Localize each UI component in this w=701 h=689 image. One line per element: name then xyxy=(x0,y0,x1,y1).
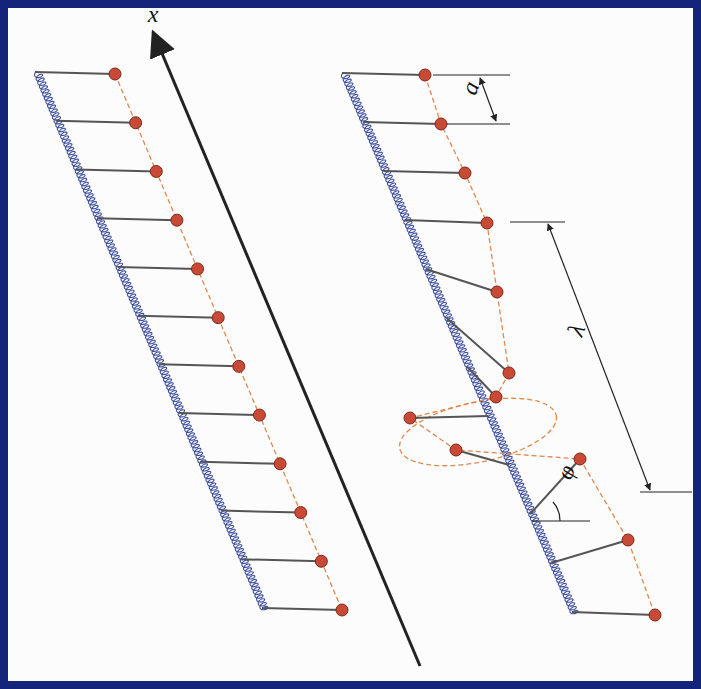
pendulum-rod xyxy=(456,450,509,465)
pendulum-rod xyxy=(221,511,301,513)
pendulum-rod xyxy=(97,218,177,220)
pendulum-rod xyxy=(35,72,115,74)
pendulum-bob xyxy=(274,458,286,470)
pendulum-bob xyxy=(481,217,493,229)
pendulum-rod xyxy=(179,413,259,415)
pendulum-bob xyxy=(503,367,515,379)
pendulum-bob xyxy=(295,507,307,519)
bob-dashed-line xyxy=(410,75,655,615)
pendulum-rod xyxy=(551,540,628,563)
pendulum-rod xyxy=(241,559,321,561)
spring-coil xyxy=(34,71,267,610)
right-chain xyxy=(341,69,661,621)
symbol-label: x xyxy=(148,2,159,26)
pendulum-bob xyxy=(171,214,183,226)
pendulum-rod xyxy=(410,416,488,418)
pendulum-bob xyxy=(233,360,245,372)
pendulum-rod xyxy=(405,220,487,223)
pendulum-bob xyxy=(459,167,471,179)
pendulum-bob xyxy=(192,263,204,275)
pendulum-bob xyxy=(253,409,265,421)
pendulum-bob xyxy=(435,118,447,130)
pendulum-bob xyxy=(404,412,416,424)
pendulum-rod xyxy=(447,318,509,373)
bob-dashed-line xyxy=(115,74,342,610)
pendulum-rod xyxy=(384,171,465,173)
pendulum-rod xyxy=(159,364,239,366)
pendulum-rod xyxy=(572,612,655,615)
pendulum-rod xyxy=(426,269,497,292)
pendulum-rod xyxy=(138,316,218,318)
pendulum-bob xyxy=(336,604,348,616)
pendulum-bob xyxy=(450,444,462,456)
pendulum-bob xyxy=(490,391,502,403)
pendulum-bob xyxy=(109,68,121,80)
pendulum-rod xyxy=(262,608,342,610)
pendulum-bob xyxy=(150,165,162,177)
pendulum-bob xyxy=(212,312,224,324)
left-chain xyxy=(34,68,348,616)
kink-ellipse xyxy=(394,386,563,478)
pendulum-rod xyxy=(363,122,441,124)
pendulum-rod xyxy=(76,169,156,171)
pendulum-rod xyxy=(342,73,425,75)
pendulum-bob xyxy=(315,555,327,567)
pendulum-rod xyxy=(56,121,136,123)
pendulum-bob xyxy=(622,534,634,546)
pendulum-rod xyxy=(118,267,198,269)
pendulum-bob xyxy=(130,117,142,129)
x-axis-arrow xyxy=(153,32,420,666)
pendulum-bob xyxy=(419,69,431,81)
pendulum-rod xyxy=(200,462,280,464)
spring-coil xyxy=(341,72,577,614)
pendulum-rod xyxy=(530,459,580,514)
dimension-marks xyxy=(433,75,692,521)
pendulum-bob xyxy=(491,286,503,298)
background-panel xyxy=(8,8,693,681)
pendulum-bob xyxy=(649,609,661,621)
pendulum-bob xyxy=(574,453,586,465)
